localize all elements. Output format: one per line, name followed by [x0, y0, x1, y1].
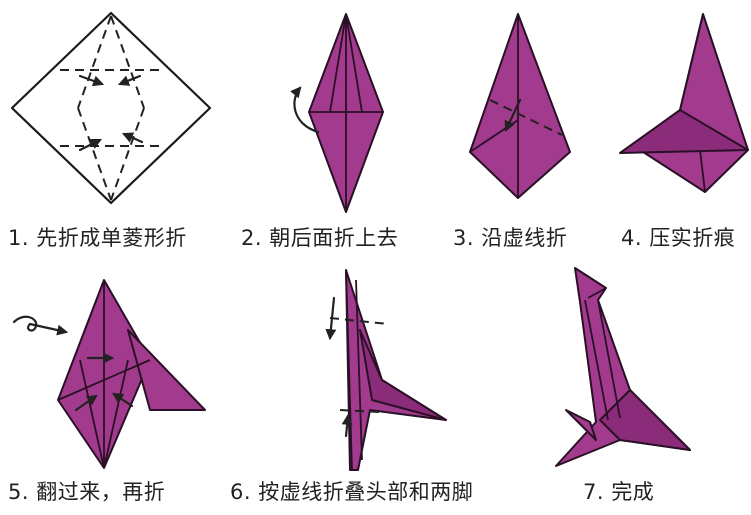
- step-7-caption: 7. 完成: [583, 482, 654, 503]
- step-5-caption: 5. 翻过来，再折: [8, 482, 165, 503]
- step-4-figure: [620, 14, 748, 192]
- step-1-caption: 1. 先折成单菱形折: [8, 228, 187, 249]
- step-3-figure: [470, 14, 570, 198]
- step-5-figure: [14, 280, 205, 468]
- step-2-caption: 2. 朝后面折上去: [241, 228, 398, 249]
- step-4-caption: 4. 压实折痕: [621, 228, 735, 249]
- step-6-caption: 6. 按虚线折叠头部和两脚: [230, 482, 473, 503]
- step-6-figure: [330, 270, 446, 470]
- step-2-figure: [294, 14, 383, 212]
- step-3-caption: 3. 沿虚线折: [453, 228, 567, 249]
- step-7-figure: [556, 268, 690, 466]
- step-1-figure: [12, 13, 210, 203]
